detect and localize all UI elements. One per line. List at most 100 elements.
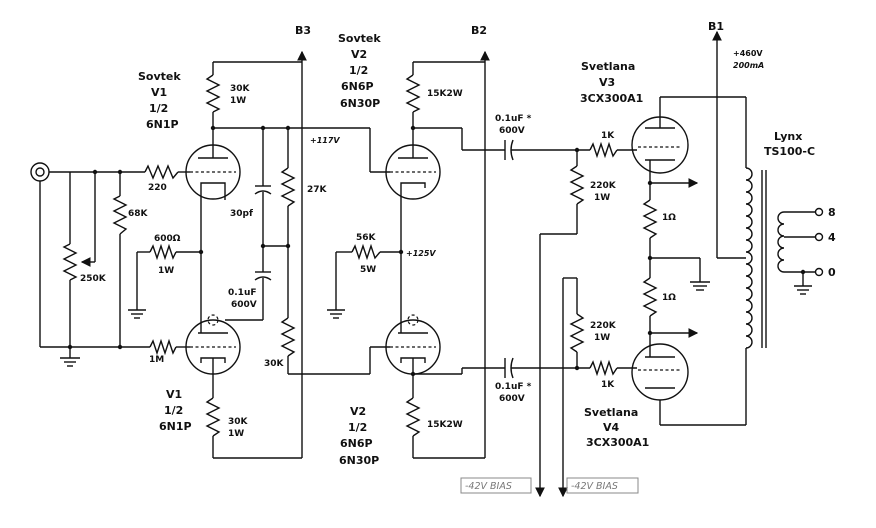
v2-bottom-alt: 6N30P	[339, 454, 379, 467]
bias-lines	[535, 234, 568, 498]
v2-bottom-type: 6N6P	[340, 437, 373, 450]
transformer-model: TS100-C	[764, 145, 815, 158]
v4-tube	[631, 328, 747, 426]
v2-bottom-half: 1/2	[348, 421, 367, 434]
r-220k-bottom-watt: 1W	[594, 333, 610, 343]
r-30k-bottom-watt: 1W	[228, 429, 244, 439]
bias-right-box	[566, 477, 639, 494]
r-220k-top-value: 220K	[590, 181, 617, 191]
supply-voltage: +460V	[733, 49, 763, 58]
v1-bottom-type: 6N1P	[159, 420, 192, 433]
v1-bottom-half: 1/2	[164, 404, 183, 417]
supply-current: 200mA	[733, 61, 764, 70]
v117-label: +117V	[310, 136, 340, 145]
v2-bottom-tube	[385, 314, 441, 375]
r-68k	[112, 195, 128, 235]
output-transformer	[745, 167, 824, 349]
r-15k-bottom	[405, 397, 421, 437]
r-56k-watt: 5W	[360, 265, 376, 275]
bias-left-label: -42V BIAS	[465, 481, 512, 492]
r-220-input	[144, 164, 179, 180]
v125-label: +125V	[406, 249, 436, 258]
r-56k	[351, 243, 381, 261]
r-56k-value: 56K	[356, 233, 377, 243]
v2-bottom-name: V2	[350, 405, 366, 418]
bias-left-box	[460, 477, 532, 494]
cathode-resistors	[642, 183, 710, 333]
v1-top-tube	[185, 144, 241, 200]
r-1ohm-bottom-label: 1Ω	[662, 293, 676, 303]
v2-wiring	[327, 62, 505, 458]
v3-tube	[631, 96, 747, 188]
v1-top-type: 6N1P	[146, 118, 179, 131]
r-1k-bottom-label: 1K	[601, 380, 615, 390]
r-220k-bottom-value: 220K	[590, 321, 617, 331]
r-68k-label: 68K	[128, 209, 149, 219]
v4-name: V4	[603, 421, 620, 434]
c-bypass-value: 0.1uF	[228, 288, 257, 298]
r-1k-top-label: 1K	[601, 131, 615, 141]
r-30k-bottom-value: 30K	[228, 417, 249, 427]
c-coupling-top-voltage: 600V	[499, 126, 525, 136]
r-30k-mid	[280, 317, 370, 375]
c-bypass-voltage: 600V	[231, 300, 257, 310]
v2-top-alt: 6N30P	[340, 97, 380, 110]
pot-250k	[62, 243, 78, 281]
r-1ohm-top-label: 1Ω	[662, 213, 676, 223]
r-30k-bottom	[205, 397, 221, 442]
output-tap-0: 0	[828, 266, 836, 279]
v2-top-type: 6N6P	[341, 80, 374, 93]
input-jack	[30, 162, 145, 347]
b2-rail	[413, 50, 490, 459]
pot-label: 250K	[80, 274, 107, 284]
v3-name: V3	[599, 76, 615, 89]
v2-top-half: 1/2	[349, 64, 368, 77]
r-600-watt: 1W	[158, 266, 174, 276]
transformer-brand: Lynx	[774, 130, 802, 143]
b1-rail	[712, 30, 746, 259]
v1-bottom-name: V1	[166, 388, 182, 401]
r-30k-mid-label: 30K	[264, 359, 285, 369]
c-30pf	[254, 128, 272, 246]
r-input-label: 220	[148, 183, 167, 193]
r-1m-label: 1M	[149, 355, 164, 365]
r-600-value: 600Ω	[154, 234, 181, 244]
bias-right-label: -42V BIAS	[571, 481, 618, 492]
r-220k-top	[540, 150, 585, 235]
r-15k-top	[405, 74, 421, 113]
r-1k-top	[589, 141, 637, 159]
r-220k-top-watt: 1W	[594, 193, 610, 203]
c-coupling-bottom-value: 0.1uF *	[495, 382, 532, 392]
b1-label: B1	[708, 20, 724, 33]
b2-label: B2	[471, 24, 487, 37]
v1-wiring	[128, 62, 370, 458]
r-600-ohm	[149, 243, 177, 261]
v3-type: 3CX300A1	[580, 92, 643, 105]
c-bypass	[254, 125, 288, 320]
b3-label: B3	[295, 24, 311, 37]
r-1k-bottom	[589, 359, 637, 377]
r-27k-label: 27K	[307, 185, 328, 195]
r-1m	[149, 338, 177, 356]
r-30k-top	[205, 74, 221, 113]
v2-top-tube	[385, 144, 441, 200]
r-15k-bottom-label: 15K2W	[427, 420, 463, 430]
r-220k-bottom	[563, 277, 585, 368]
v2-top-brand: Sovtek	[338, 32, 381, 45]
v1-top-half: 1/2	[149, 102, 168, 115]
input-ground	[60, 347, 80, 367]
r-30k-top-watt: 1W	[230, 96, 246, 106]
v3-brand: Svetlana	[581, 60, 635, 73]
output-tap-8: 8	[828, 206, 836, 219]
r-30k-top-value: 30K	[230, 84, 251, 94]
v1-top-brand: Sovtek	[138, 70, 181, 83]
c-30pf-label: 30pf	[230, 209, 253, 219]
input-wiring	[40, 169, 190, 350]
r-27k	[280, 125, 296, 318]
output-tap-4: 4	[828, 231, 836, 244]
v2-top-name: V2	[351, 48, 367, 61]
c-coupling-top-value: 0.1uF *	[495, 114, 532, 124]
c-coupling-bottom-voltage: 600V	[499, 394, 525, 404]
